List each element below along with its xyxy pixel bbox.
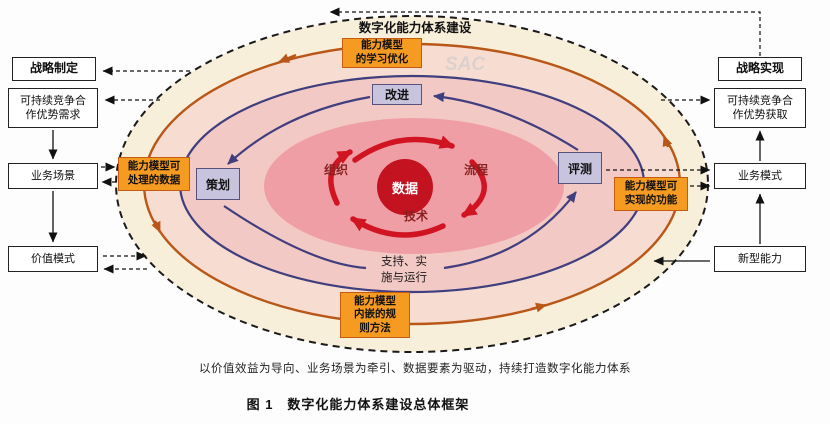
figure-caption: 图 1 数字化能力体系建设总体框架 <box>246 397 470 412</box>
right-box-business-model: 业务模式 <box>714 163 806 189</box>
left-box-business-scenario: 业务场景 <box>8 163 98 189</box>
right-box-new-capability: 新型能力 <box>714 246 806 272</box>
solid-connector-arrows <box>48 130 765 266</box>
capability-learning-box: 能力模型 的学习优化 <box>342 38 422 68</box>
orange-loop-arrows <box>151 53 673 313</box>
figure-footnote: 以价值效益为导向、业务场景为牵引、数据要素为驱动，持续打造数字化能力体系 <box>199 363 631 375</box>
data-swirl-arrows <box>328 135 487 238</box>
left-box-advantage-demand: 可持续竞争合 作优势需求 <box>8 88 98 128</box>
left-box-value-model: 价值模式 <box>8 246 98 272</box>
pdca-check-box: 评测 <box>558 152 602 184</box>
left-panel-title: 战略制定 <box>12 57 96 81</box>
capability-rules-box: 能力模型 内嵌的规 则方法 <box>340 292 410 338</box>
pdca-arrows <box>223 92 579 270</box>
core-process-label: 流程 <box>463 163 488 177</box>
dashed-connector-arrows <box>101 7 761 274</box>
system-construction-label: 数字化能力体系建设 <box>358 21 472 35</box>
data-circle <box>377 159 433 215</box>
pdca-plan-box: 策划 <box>196 168 240 200</box>
core-data-label: 数据 <box>391 180 418 196</box>
core-organization-label: 组织 <box>323 163 348 177</box>
right-box-advantage-gain: 可持续竞争合 作优势获取 <box>714 88 806 128</box>
pdca-improve-box: 改进 <box>372 84 422 105</box>
pdca-do-label: 支持、实 施与运行 <box>381 256 427 284</box>
watermark-logo: SAC <box>445 54 486 75</box>
capability-function-box: 能力模型可 实现的功能 <box>614 177 688 211</box>
capability-data-box: 能力模型可 处理的数据 <box>118 157 190 191</box>
right-panel-title: 战略实现 <box>718 57 802 81</box>
core-technology-label: 技术 <box>403 209 428 223</box>
